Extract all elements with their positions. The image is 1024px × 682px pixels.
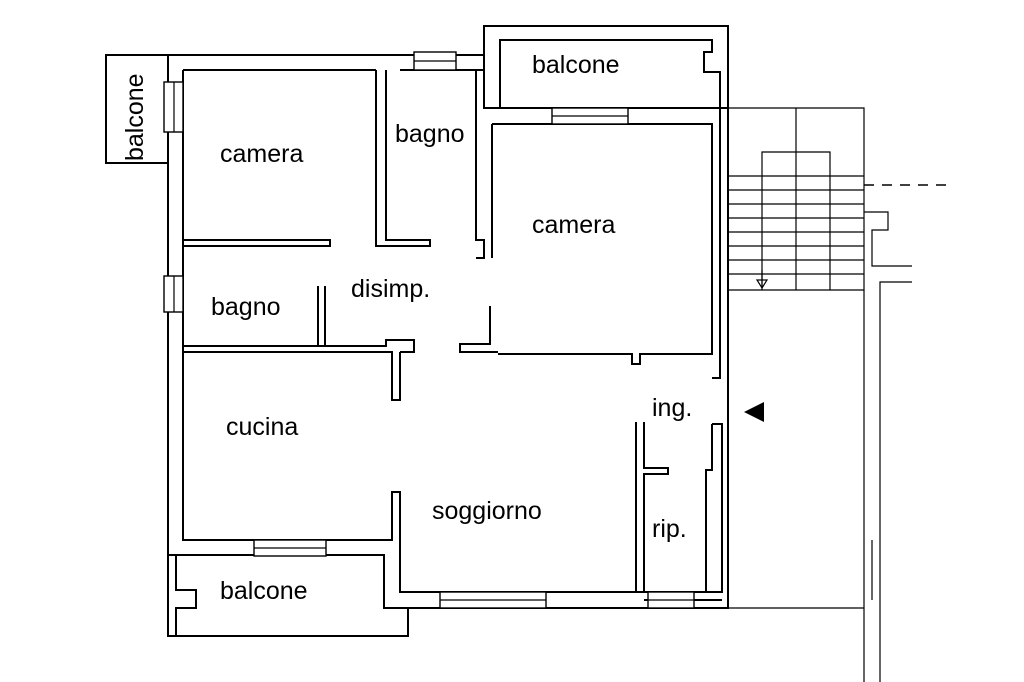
right-structure [728,184,952,682]
label-cucina: cucina [226,413,298,441]
windows [163,51,695,609]
stair-direction-icon [755,270,769,290]
label-ingresso: ing. [652,394,692,422]
label-balcone-top: balcone [532,51,620,79]
label-disimp: disimp. [351,275,430,303]
stairwell [728,107,865,291]
label-balcone-bottom: balcone [220,577,308,605]
label-ripostiglio: rip. [652,515,687,543]
label-bagno-left: bagno [211,293,281,321]
room-labels: balcone balcone camera bagno camera disi… [121,51,692,605]
label-bagno-top: bagno [395,120,465,148]
label-soggiorno: soggiorno [432,497,542,525]
label-camera-left: camera [220,140,303,168]
label-balcone-left: balcone [121,73,149,161]
label-camera-right: camera [532,211,615,239]
entrance-arrow-icon [744,402,764,422]
